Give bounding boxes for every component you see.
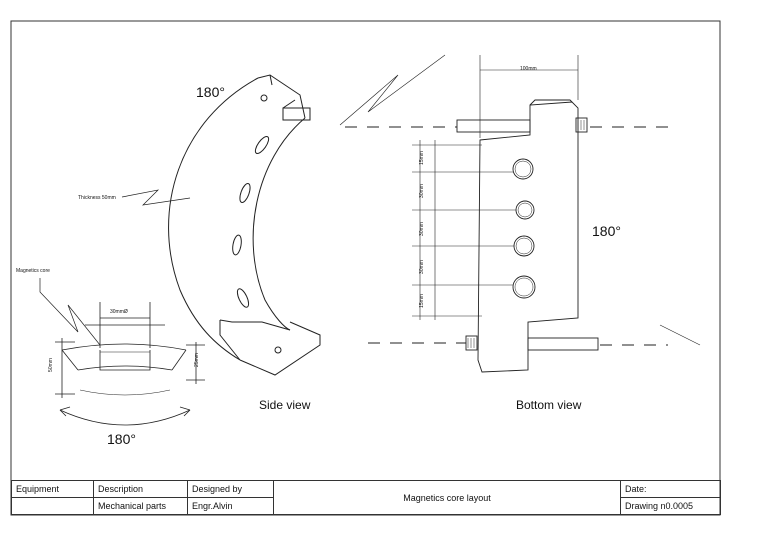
slot-4 bbox=[236, 288, 250, 308]
bottom-view-dimensions bbox=[412, 55, 579, 320]
drawing-frame bbox=[10, 20, 721, 516]
drawing-number: Drawing n0.0005 bbox=[620, 497, 721, 515]
magnetics-core-label: Magnetics core bbox=[16, 268, 50, 274]
designed-by-value: Engr.Alvin bbox=[187, 497, 274, 515]
dim-label-1: 15mm bbox=[418, 151, 425, 165]
title-block: Equipment Description Designed by Magnet… bbox=[11, 480, 721, 515]
bottom-view-caption: Bottom view bbox=[516, 398, 582, 412]
sketch-strokes bbox=[339, 54, 701, 346]
drawing-title: Magnetics core layout bbox=[273, 480, 621, 515]
slot-2 bbox=[239, 183, 251, 203]
dim-label-3: 30mm bbox=[418, 222, 425, 236]
dim-label-2: 30mm bbox=[418, 184, 425, 198]
bottom-view-angle: 180° bbox=[592, 223, 621, 239]
dim-label-5: 15mm bbox=[418, 294, 425, 308]
hole-bottom bbox=[274, 346, 282, 354]
thickness-leader bbox=[121, 189, 191, 206]
date-header: Date: bbox=[620, 480, 721, 498]
center-lines bbox=[345, 126, 668, 346]
section-width-label: 30mmØ bbox=[110, 309, 128, 315]
arc-part-outline bbox=[168, 74, 321, 376]
dim-label-4: 30mm bbox=[418, 260, 425, 274]
designed-by-header: Designed by bbox=[187, 480, 274, 498]
slot-3 bbox=[232, 234, 242, 256]
side-view-caption: Side view bbox=[259, 398, 311, 412]
section-height-left-label: 50mm bbox=[47, 358, 54, 372]
slot-1 bbox=[254, 135, 270, 155]
side-view-angle-bottom: 180° bbox=[107, 431, 136, 447]
width-dimension-label: 100mm bbox=[520, 66, 537, 72]
section-height-right-label: 25mm bbox=[193, 353, 200, 367]
bottom-view-body bbox=[456, 99, 599, 373]
magnetics-core-leader bbox=[39, 278, 101, 346]
description-header: Description bbox=[93, 480, 188, 498]
equipment-header: Equipment bbox=[11, 480, 94, 498]
hole-top bbox=[260, 94, 268, 102]
side-view-angle-top: 180° bbox=[196, 84, 225, 100]
equipment-value bbox=[11, 497, 94, 515]
cross-section bbox=[55, 302, 205, 426]
description-value: Mechanical parts bbox=[93, 497, 188, 515]
thickness-label: Thickness 50mm bbox=[78, 195, 116, 201]
